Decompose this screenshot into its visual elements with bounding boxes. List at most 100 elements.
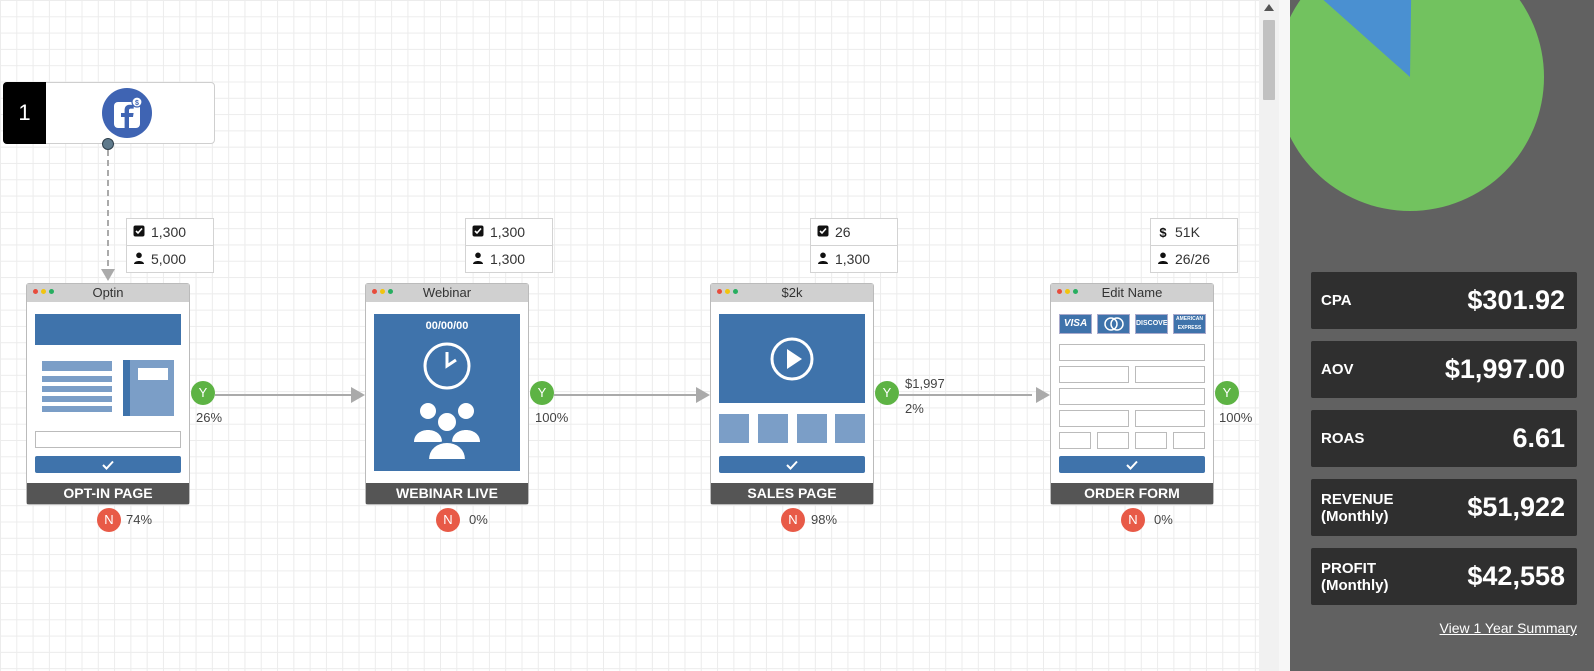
metric-revenue: REVENUE (Monthly) $51,922 — [1311, 479, 1577, 536]
audience-icon — [414, 403, 480, 460]
optin-email-field — [35, 431, 181, 448]
metric-label-line1: REVENUE — [1321, 490, 1394, 508]
optin-submit-button — [35, 456, 181, 473]
metric-value: 6.61 — [1512, 423, 1565, 453]
source-output-port[interactable] — [102, 138, 114, 150]
form-field — [1059, 410, 1129, 427]
source-connector-arrow — [101, 269, 115, 281]
yes-percentage: 100% — [1219, 410, 1253, 425]
webinar-date: 00/00/00 — [425, 320, 469, 332]
step2-stat-conversions: 1,300 — [465, 218, 553, 246]
check-icon — [786, 460, 798, 470]
scrollbar-thumb[interactable] — [1263, 20, 1275, 100]
discover-card-icon: DISCOVER — [1135, 314, 1173, 334]
yes-port[interactable]: Y — [191, 381, 215, 405]
form-field — [1059, 388, 1205, 405]
step3-stat-conversions: 26 — [810, 218, 898, 246]
text-line — [42, 376, 112, 382]
form-field — [1135, 366, 1205, 383]
webinar-image: 00/00/00 — [374, 314, 520, 471]
checkbox-icon — [466, 225, 490, 240]
step-webinar-card[interactable]: Webinar 00/00/00 WEBINAR LIVE — [365, 283, 529, 505]
form-field — [1135, 432, 1167, 449]
connector-arrow — [1036, 387, 1050, 403]
step-title: $2k — [781, 285, 803, 300]
yes-port[interactable]: Y — [530, 381, 554, 405]
step-label: WEBINAR LIVE — [366, 483, 528, 504]
yes-percentage: 100% — [535, 410, 569, 425]
step-sales-card[interactable]: $2k SALES PAGE — [710, 283, 874, 505]
no-percentage: 98% — [811, 512, 838, 527]
step4-stat-buyers: 26/26 — [1150, 245, 1238, 273]
step-title: Edit Name — [1101, 285, 1163, 300]
connector-arrow — [351, 387, 365, 403]
connector-line — [215, 394, 351, 396]
pie-slice-green — [1290, 0, 1544, 211]
user-icon — [127, 252, 151, 267]
metric-value: $301.92 — [1467, 285, 1565, 315]
card-titlebar: Edit Name — [1051, 284, 1213, 302]
metric-profit: PROFIT (Monthly) $42,558 — [1311, 548, 1577, 605]
no-port[interactable]: N — [781, 508, 805, 532]
stat-value: 1,300 — [490, 251, 526, 267]
video-block — [719, 314, 865, 403]
stat-value: 5,000 — [151, 251, 187, 267]
ebook-image — [123, 360, 174, 416]
connector-line — [899, 394, 1032, 396]
form-field — [1173, 432, 1205, 449]
text-line — [42, 406, 112, 412]
metric-value: $1,997.00 — [1444, 354, 1565, 384]
connector-line — [554, 394, 696, 396]
window-dots — [1057, 289, 1078, 294]
form-field — [1135, 410, 1205, 427]
vertical-scrollbar[interactable] — [1259, 0, 1279, 671]
scroll-up-arrow-icon[interactable] — [1264, 4, 1274, 11]
no-percentage: 0% — [1154, 512, 1173, 527]
step-orderform-card[interactable]: Edit Name VISA DISCOVER AMERICAN EXPRESS… — [1050, 283, 1214, 505]
dollar-icon: $ — [1159, 224, 1167, 240]
yes-price: $1,997 — [905, 376, 945, 391]
no-percentage: 74% — [126, 512, 153, 527]
yes-percentage: 2% — [905, 401, 924, 416]
stat-value: 1,300 — [151, 224, 187, 240]
buy-button — [719, 456, 865, 473]
card-titlebar: $2k — [711, 284, 873, 302]
yes-port[interactable]: Y — [1215, 381, 1239, 405]
check-icon — [102, 460, 114, 470]
funnel-canvas[interactable]: 1 $ 1,300 5,000 Optin — [0, 0, 1259, 671]
form-field — [1059, 366, 1129, 383]
no-port[interactable]: N — [1121, 508, 1145, 532]
thumb — [719, 414, 749, 443]
metric-value: $42,558 — [1467, 561, 1565, 591]
user-icon — [466, 252, 490, 267]
view-year-summary-link[interactable]: View 1 Year Summary — [1439, 620, 1577, 636]
window-dots — [33, 289, 54, 294]
step1-stat-conversions: 1,300 — [126, 218, 214, 246]
checkbox-icon — [127, 225, 151, 240]
form-field — [1059, 432, 1091, 449]
card-titlebar: Optin — [27, 284, 189, 302]
metric-label-line2: (Monthly) — [1321, 507, 1389, 525]
step1-stat-visitors: 5,000 — [126, 245, 214, 273]
window-dots — [717, 289, 738, 294]
stat-value: 26 — [835, 224, 851, 240]
metric-label-line2: (Monthly) — [1321, 576, 1389, 594]
text-line — [42, 396, 112, 402]
metric-roas: ROAS 6.61 — [1311, 410, 1577, 467]
metric-label: CPA — [1321, 292, 1352, 309]
check-icon — [1126, 460, 1138, 470]
step3-stat-visitors: 1,300 — [810, 245, 898, 273]
source-number: 1 — [3, 82, 46, 144]
play-icon — [770, 337, 814, 381]
no-port[interactable]: N — [436, 508, 460, 532]
step-optin-card[interactable]: Optin OPT-IN PAGE — [26, 283, 190, 505]
user-icon — [811, 252, 835, 267]
step-title: Optin — [92, 285, 124, 300]
metric-label: AOV — [1321, 361, 1354, 378]
no-percentage: 0% — [469, 512, 488, 527]
checkbox-icon — [811, 225, 835, 240]
amex-card-icon: AMERICAN EXPRESS — [1173, 314, 1206, 334]
step2-stat-visitors: 1,300 — [465, 245, 553, 273]
yes-port[interactable]: Y — [875, 381, 899, 405]
no-port[interactable]: N — [97, 508, 121, 532]
